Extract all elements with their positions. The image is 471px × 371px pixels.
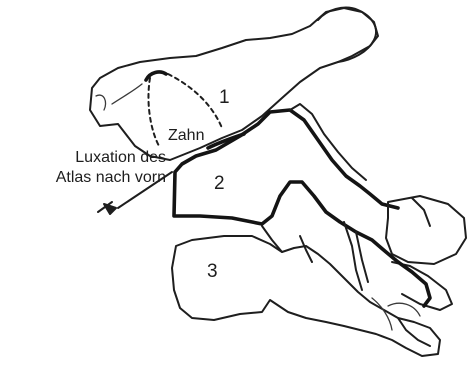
luxation-caption: Luxation des Atlas nach vorn [0,148,166,188]
posterior-elements [344,196,466,310]
vertebra-label-1: 1 [219,88,230,107]
third-vertebra [172,226,440,356]
vertebra-label-2: 2 [214,174,225,193]
dens-label: Zahn [168,128,204,144]
caption-line-2: Atlas nach vorn [0,168,166,188]
vertebra-label-3: 3 [207,262,218,281]
caption-line-1: Luxation des [0,148,166,168]
